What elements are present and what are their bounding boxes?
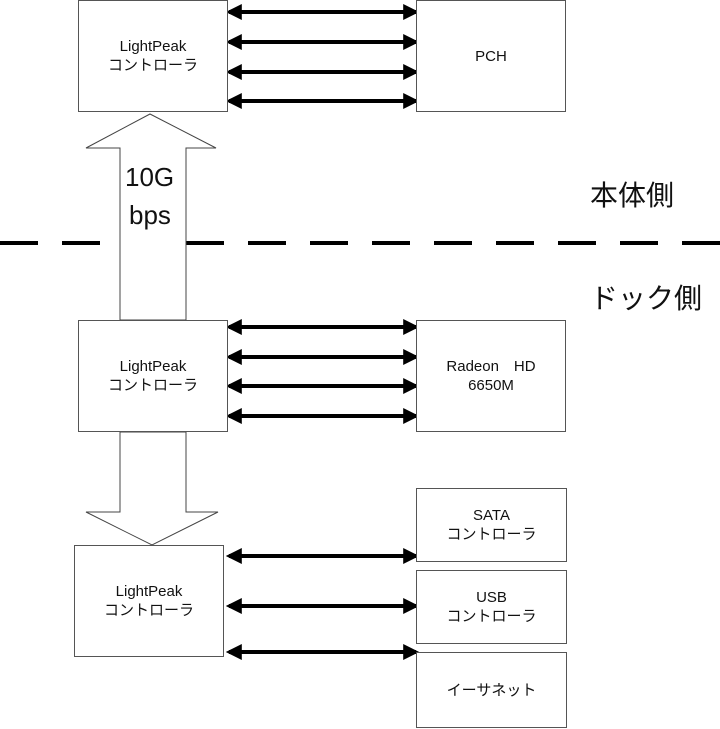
- box-label-line1: SATA: [473, 507, 510, 524]
- link-arrow-down: [85, 431, 219, 546]
- lightpeak-controller-host: LightPeak コントローラ: [78, 0, 228, 112]
- lightpeak-controller-peripheral: LightPeak コントローラ: [74, 545, 224, 657]
- box-label-line1: LightPeak: [115, 583, 183, 600]
- ethernet-box: イーサネット: [416, 652, 567, 728]
- box-label-line1: LightPeak: [119, 38, 187, 55]
- radeon-gpu-box: Radeon HD 6650M: [416, 320, 566, 432]
- box-label-line2: コントローラ: [446, 608, 537, 625]
- sata-controller-box: SATA コントローラ: [416, 488, 567, 562]
- region-label-host: 本体側: [590, 180, 675, 211]
- box-label-line1: USB: [476, 589, 507, 606]
- box-label-line2: コントローラ: [107, 377, 198, 394]
- peripheral-connectors: [225, 548, 420, 660]
- box-label-line1: Radeon HD: [446, 358, 536, 375]
- bandwidth-label-bottom: bps: [129, 200, 171, 230]
- bandwidth-label-top: 10G: [125, 162, 175, 192]
- box-label-line2: コントローラ: [107, 57, 198, 74]
- radeon-connectors: [225, 319, 420, 424]
- pch-connectors: [225, 4, 420, 109]
- box-label-line2: コントローラ: [446, 526, 537, 543]
- box-label-line2: コントローラ: [103, 602, 194, 619]
- box-label-line1: イーサネット: [446, 681, 537, 699]
- region-label-dock: ドック側: [590, 283, 703, 314]
- lightpeak-controller-dock: LightPeak コントローラ: [78, 320, 228, 432]
- box-label-line1: PCH: [475, 47, 507, 65]
- box-label-line2: 6650M: [468, 377, 514, 394]
- usb-controller-box: USB コントローラ: [416, 570, 567, 644]
- box-label-line1: LightPeak: [119, 358, 187, 375]
- pch-box: PCH: [416, 0, 566, 112]
